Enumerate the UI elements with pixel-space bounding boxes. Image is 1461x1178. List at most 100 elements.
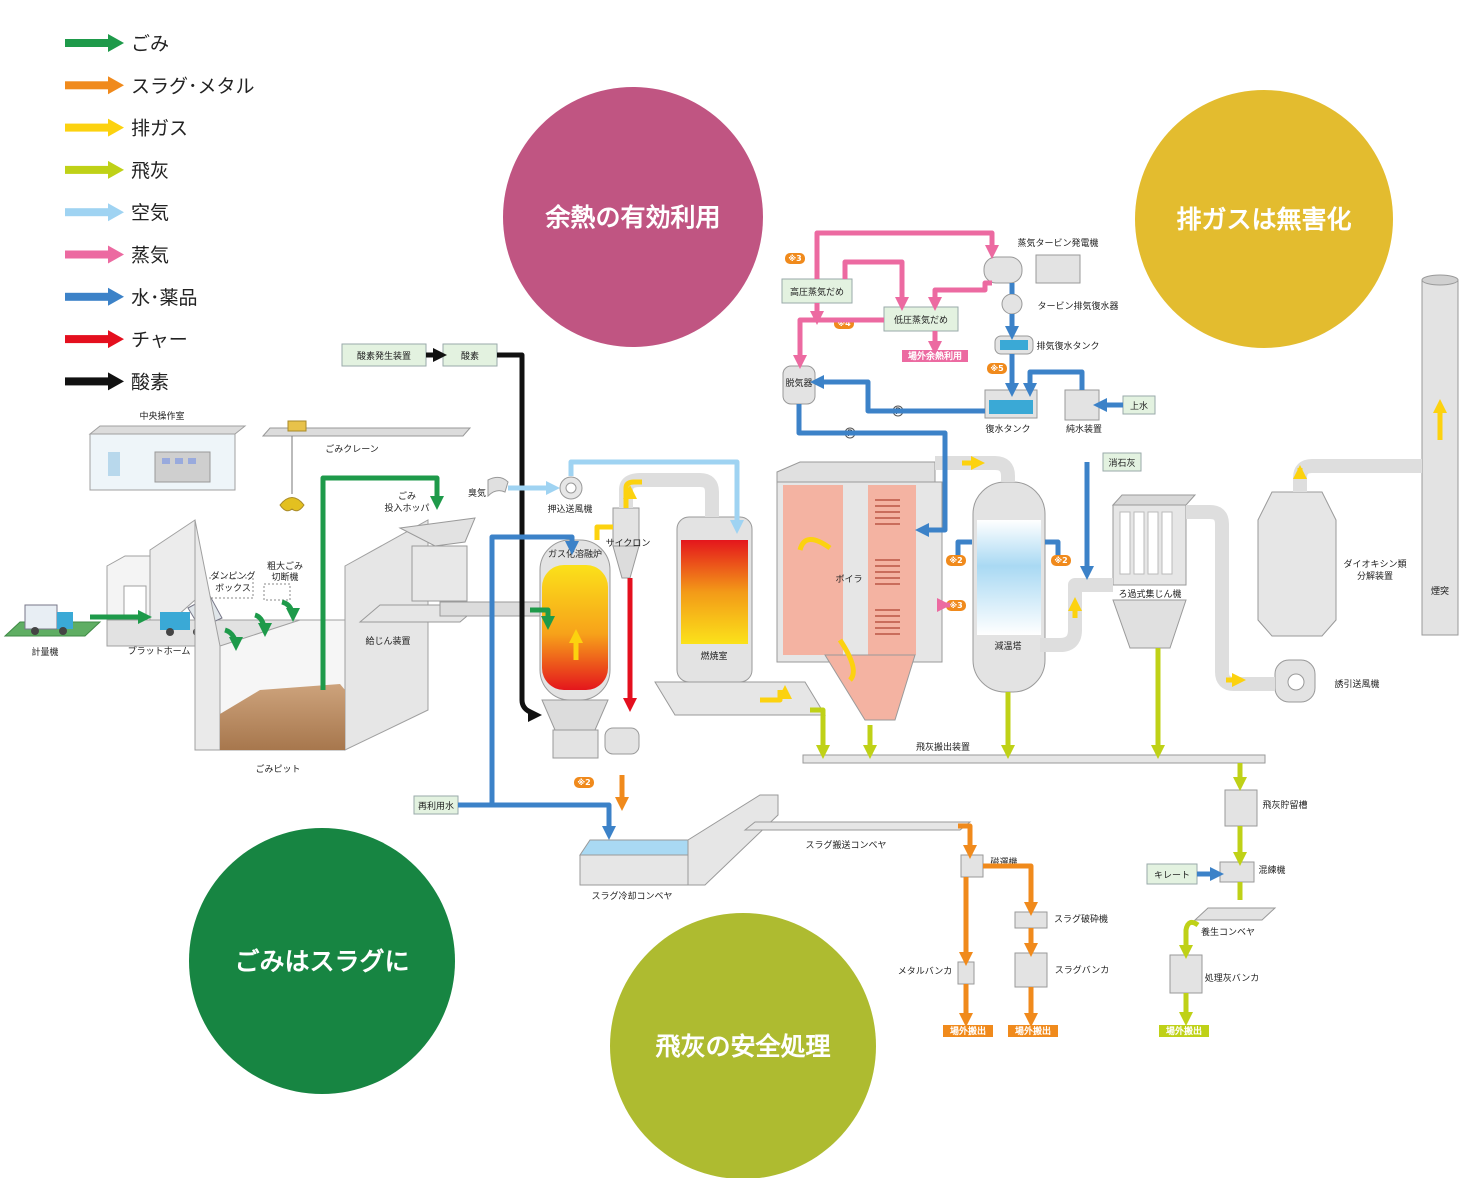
waste-arrow-icon xyxy=(541,616,555,630)
notes: ※3 ※4 ※5 ※2 ※2 ※2 ※3 xyxy=(574,253,1071,788)
air-flow-blower xyxy=(568,459,740,522)
slag-flow-crusher xyxy=(983,863,1034,905)
steam-arrow-icon xyxy=(928,341,942,355)
legend-item: 水･薬品 xyxy=(65,287,198,309)
gas-flow-cyc-out xyxy=(623,479,642,508)
oxygen-generator-label: 酸素発生装置 xyxy=(357,350,411,362)
theme-gas-detox: 排ガスは無害化 xyxy=(1135,90,1393,348)
waste-arrow-icon xyxy=(138,610,152,624)
feed-tank-label: 復水タンク xyxy=(985,423,1030,435)
theme-heat-recovery: 余熱の有効利用 xyxy=(503,87,763,347)
combustion-label: 燃焼室 xyxy=(700,650,727,662)
steam-arrow-icon xyxy=(928,297,942,311)
water-arrow-icon xyxy=(565,541,579,555)
legend-item: 酸素 xyxy=(65,371,169,393)
cyclone: サイクロン xyxy=(606,507,650,579)
oxygen-arrow-icon xyxy=(528,708,542,722)
water-flow-feed-deaer xyxy=(820,379,985,414)
reuse-water-label: 再利用水 xyxy=(418,800,454,812)
water-arrow-icon xyxy=(915,523,929,537)
slag-arrow-icon xyxy=(963,845,977,859)
bag-filter: ろ過式集じん機 xyxy=(1111,494,1197,649)
cooling-tower: 減温塔 xyxy=(972,481,1046,693)
weighbridge: 計量機 xyxy=(3,604,102,658)
legend-arrow-icon xyxy=(108,287,124,306)
water-arrow-icon xyxy=(1005,326,1019,340)
note-4: ※4 xyxy=(837,318,851,328)
legend-arrow-icon xyxy=(108,76,124,95)
slag-arrow-icon xyxy=(1024,1013,1038,1027)
duct-filter-fan xyxy=(1186,505,1275,691)
oxygen-label: 酸素 xyxy=(461,350,479,362)
steam-arrow-icon xyxy=(937,598,951,612)
slag-arrow-icon xyxy=(1024,902,1038,916)
ash-arrow-icon xyxy=(1001,745,1015,759)
legend-arrow-shaft xyxy=(65,250,110,259)
forced-draft-fan: 臭気 押込送風機 xyxy=(468,476,593,515)
blower-label: 押込送風機 xyxy=(547,503,592,515)
oxygen-arrow-icon xyxy=(433,348,447,362)
oxygen-flow-main xyxy=(497,352,532,715)
legend-label: チャー xyxy=(131,329,188,351)
gas-flow-boiler1 xyxy=(797,537,832,551)
chelate-label: キレート xyxy=(1154,871,1190,881)
dumping-box-label-2: ボックス xyxy=(215,583,251,594)
gas-flow-cyclone xyxy=(594,524,613,540)
legend-arrow-icon xyxy=(108,118,124,137)
note-2b: ※2 xyxy=(1054,555,1067,565)
slag-arrow-icon xyxy=(959,1013,973,1027)
waste-arrow-icon xyxy=(258,623,272,637)
dioxin-decomposer: ダイオキシン類 分解装置 xyxy=(1257,491,1407,637)
legend-label: 水･薬品 xyxy=(131,287,198,309)
weighbridge-label: 計量機 xyxy=(31,646,58,658)
water-arrow-icon xyxy=(602,826,616,840)
legend-arrow-icon xyxy=(108,160,124,179)
legend-item: 空気 xyxy=(65,202,169,224)
legend-arrow-icon xyxy=(108,34,124,52)
control-room: 中央操作室 xyxy=(88,410,247,491)
gas-flow-boiler2 xyxy=(837,638,856,682)
steam-arrow-icon xyxy=(793,355,807,369)
duct-dioxin-stack xyxy=(1293,459,1422,492)
theme-heat-recovery-label: 余熱の有効利用 xyxy=(544,203,720,232)
ash-arrow-icon xyxy=(1179,1012,1193,1026)
ash-silo-label: 飛灰貯留槽 xyxy=(1262,799,1307,811)
deaerator-label: 脱気器 xyxy=(785,377,812,389)
steam-flow-turbine xyxy=(814,230,995,279)
legend-label: 排ガス xyxy=(131,118,188,140)
theme-waste-to-slag-label: ごみはスラグに xyxy=(234,947,409,976)
ash-arrow-icon xyxy=(1233,852,1247,866)
gasifier-label: ガス化溶融炉 xyxy=(548,548,602,560)
legend-item: 蒸気 xyxy=(65,245,169,267)
legend-label: 蒸気 xyxy=(131,245,169,267)
ash-arrow-icon xyxy=(1179,945,1193,959)
hp-header-label: 高圧蒸気だめ xyxy=(790,286,844,298)
waste-flow-crane xyxy=(320,475,440,690)
water-flow-slagcool xyxy=(492,802,612,828)
dumping-box-label-1: ダンピング xyxy=(210,570,255,582)
offsite-1-label: 場外搬出 xyxy=(950,1025,986,1037)
slag-crusher-label: スラグ破砕機 xyxy=(1054,913,1108,925)
waste-pit: ごみピット xyxy=(194,519,429,775)
condenser-label: タービン排気復水器 xyxy=(1037,300,1118,312)
ash-flow-comb xyxy=(810,707,826,748)
legend-arrow-shaft xyxy=(65,81,110,90)
slag-system: 再利用水 スラグ冷却コンベヤ スラグ搬送コンベヤ 磁選機 スラグ破砕機 スラグバ… xyxy=(413,794,1109,1037)
city-water-label: 上水 xyxy=(1130,400,1148,412)
legend-arrow-shaft xyxy=(65,123,110,132)
note-5: ※5 xyxy=(990,363,1004,373)
air-arrow-icon xyxy=(730,520,744,534)
boiler-label: ボイラ xyxy=(835,574,862,585)
gasification-furnace: ガス化溶融炉 xyxy=(539,539,640,759)
note-2c: ※2 xyxy=(577,777,590,787)
bag-filter-label: ろ過式集じん機 xyxy=(1118,588,1181,600)
lp-header-label: 低圧蒸気だめ xyxy=(894,314,948,326)
theme-fly-ash-label: 飛灰の安全処理 xyxy=(655,1032,830,1061)
steam-flow-hp-lp xyxy=(842,259,905,300)
steam-arrow-icon xyxy=(985,245,999,259)
legend-arrow-icon xyxy=(108,203,124,222)
legend-arrow-icon xyxy=(108,372,124,391)
legend-arrow-icon xyxy=(108,330,124,349)
